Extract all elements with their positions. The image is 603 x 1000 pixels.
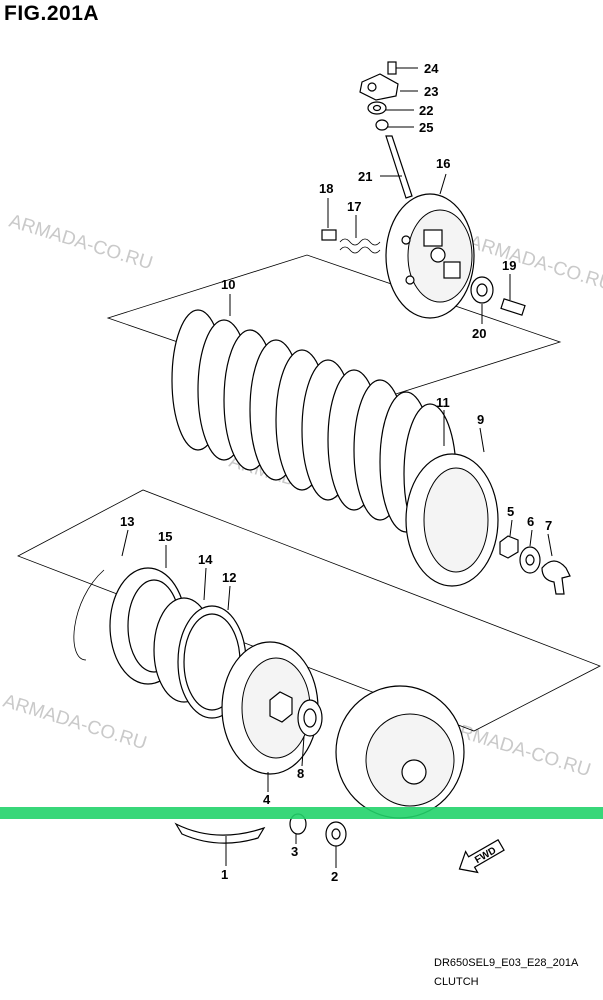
callout-9: 9 xyxy=(477,412,484,427)
callout-19: 19 xyxy=(502,258,516,273)
figure-code: DR650SEL9_E03_E28_201A xyxy=(434,957,579,969)
callout-5: 5 xyxy=(507,504,514,519)
callout-6: 6 xyxy=(527,514,534,529)
highlight-band xyxy=(0,807,603,819)
callout-11: 11 xyxy=(436,395,450,410)
callout-7: 7 xyxy=(545,518,552,533)
callout-10: 10 xyxy=(221,277,235,292)
fwd-arrow-icon: FWD xyxy=(458,838,505,874)
callout-8: 8 xyxy=(297,766,304,781)
svg-text:FWD: FWD xyxy=(473,845,498,866)
watermark-4: ARMADA-CO.RU xyxy=(1,691,149,755)
callout-20: 20 xyxy=(472,326,486,341)
callout-13: 13 xyxy=(120,514,134,529)
callout-18: 18 xyxy=(319,181,333,196)
callout-16: 16 xyxy=(436,156,450,171)
callout-3: 3 xyxy=(291,844,298,859)
clutch-hub-group xyxy=(73,529,465,868)
callout-25: 25 xyxy=(419,120,433,135)
watermark-5: ARMADA-CO.RU xyxy=(445,718,593,782)
figure-title: FIG.201A xyxy=(4,2,100,25)
callout-1: 1 xyxy=(221,867,228,882)
release-mechanism xyxy=(321,61,526,324)
callout-labels: 24 23 22 25 16 21 18 17 19 20 10 11 9 5 … xyxy=(120,61,552,884)
callout-14: 14 xyxy=(198,552,213,567)
callout-21: 21 xyxy=(358,169,372,184)
callout-23: 23 xyxy=(424,84,438,99)
clutch-plate-stack xyxy=(171,294,571,595)
callout-22: 22 xyxy=(419,103,433,118)
watermark-1: ARMADA-CO.RU xyxy=(7,211,155,275)
callout-17: 17 xyxy=(347,199,361,214)
callout-15: 15 xyxy=(158,529,172,544)
callout-12: 12 xyxy=(222,570,236,585)
callout-2: 2 xyxy=(331,869,338,884)
callout-4: 4 xyxy=(263,792,271,807)
callout-24: 24 xyxy=(424,61,439,76)
figure-caption: CLUTCH xyxy=(434,976,479,988)
